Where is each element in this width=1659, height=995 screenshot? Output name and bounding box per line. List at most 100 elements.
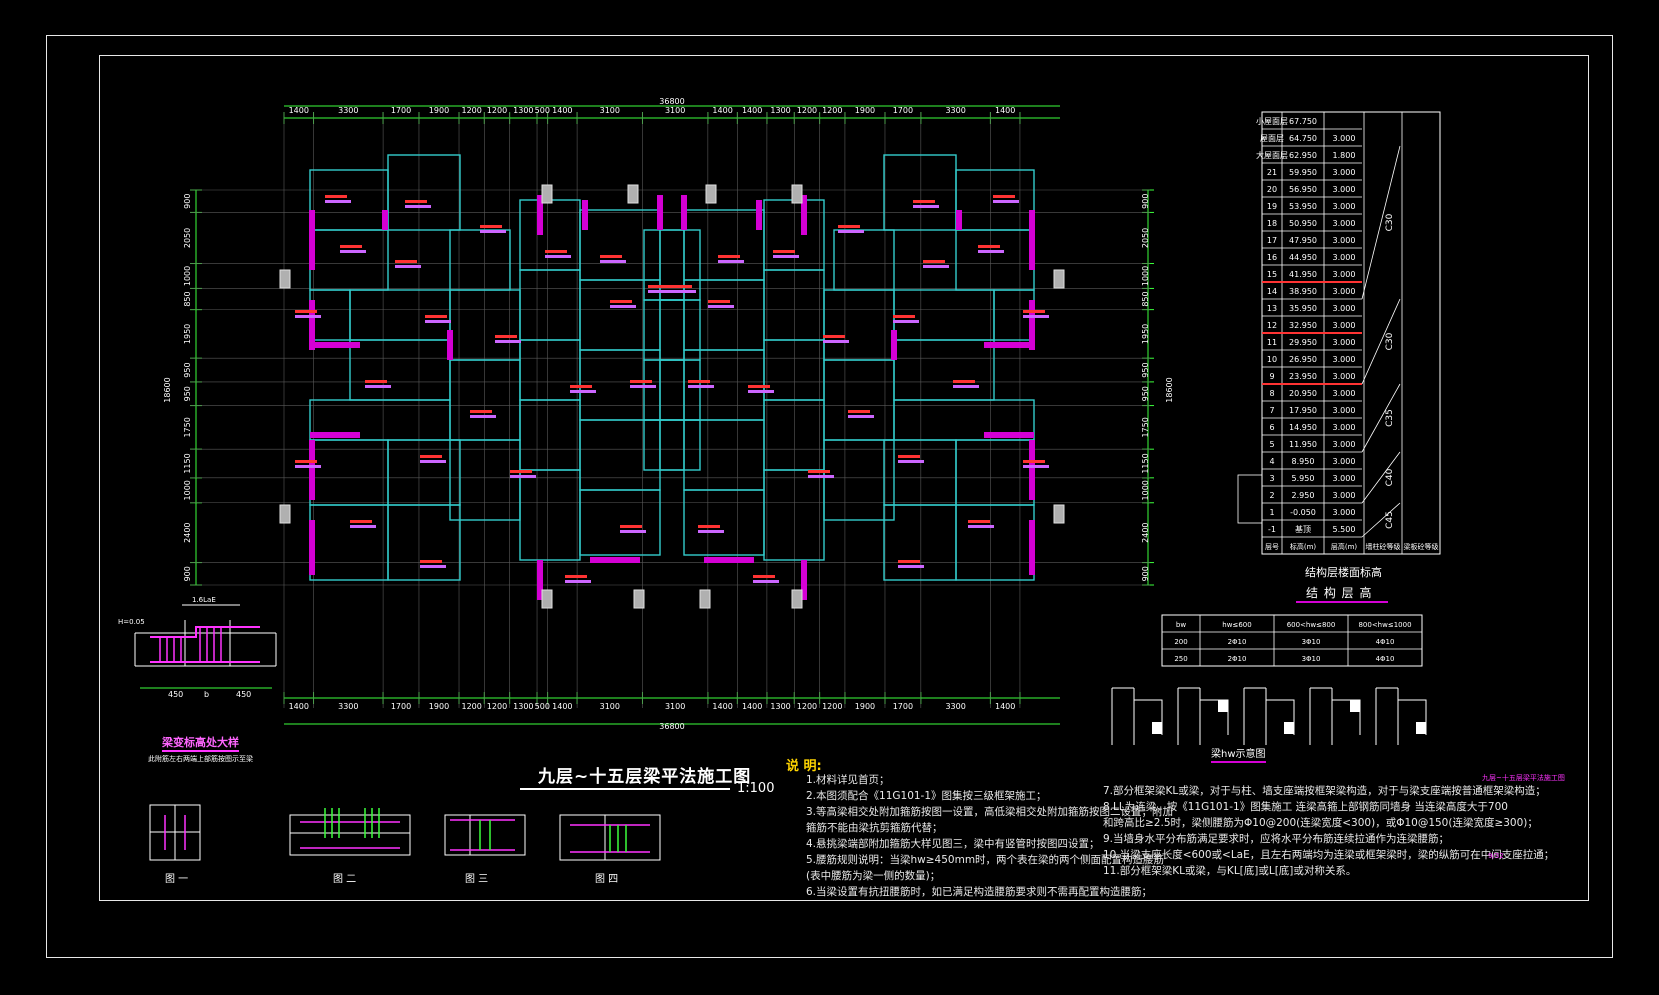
hw-cell: 800<hw≤1000 bbox=[1358, 621, 1411, 629]
note-left-2: 3.等高梁相交处附加箍筋按图一设置，高低梁相交处附加箍筋按图二设置；附加 bbox=[806, 806, 1174, 818]
drawing-title: 九层~十五层梁平法施工图 bbox=[538, 767, 752, 787]
left-dim-5: 950 bbox=[183, 362, 192, 377]
elev-cell: 5.950 bbox=[1292, 474, 1315, 483]
elev-cell: 2.950 bbox=[1292, 491, 1315, 500]
shear-walls bbox=[309, 195, 1035, 600]
height-cell: 3.000 bbox=[1333, 219, 1356, 228]
bottom-dim-6: 1300 bbox=[513, 702, 533, 711]
floor-table-caption-2: 结 构 层 高 bbox=[1306, 586, 1373, 600]
note-left-7: 6.当梁设置有抗扭腰筋时，如已满足构造腰筋要求则不需再配置构造腰筋； bbox=[806, 886, 1153, 898]
floor-table-caption: 结构层楼面标高 bbox=[1305, 566, 1382, 579]
notes-right: 7.部分框架梁KL或梁，对于与柱、墙支座端按框架梁构造，对于与梁支座端按普通框架… bbox=[1103, 783, 1554, 879]
height-cell: 3.000 bbox=[1333, 440, 1356, 449]
height-cell: 3.000 bbox=[1333, 270, 1356, 279]
floor-cell: 屋面层 bbox=[1260, 134, 1284, 143]
sheet-number: 9/32 bbox=[1488, 852, 1504, 860]
elev-cell: 23.950 bbox=[1289, 372, 1317, 381]
elev-cell: 17.950 bbox=[1289, 406, 1317, 415]
elev-cell: 35.950 bbox=[1289, 304, 1317, 313]
floor-cell: 18 bbox=[1267, 219, 1277, 228]
left-dim-2: 1000 bbox=[183, 266, 192, 286]
top-dim-6: 1300 bbox=[513, 106, 533, 115]
height-cell: 3.000 bbox=[1333, 372, 1356, 381]
elev-cell: 20.950 bbox=[1289, 389, 1317, 398]
top-dim-3: 1900 bbox=[429, 106, 449, 115]
notes-header: 说 明: bbox=[786, 759, 822, 774]
outer-border bbox=[46, 35, 1613, 958]
right-dim-7: 1750 bbox=[1141, 417, 1150, 437]
elev-cell: 50.950 bbox=[1289, 219, 1317, 228]
top-dim-2: 1700 bbox=[391, 106, 411, 115]
note-right-4: 10.当梁支座长度<600或<LaE，且左右两端均为连梁或框架梁时，梁的纵筋可在… bbox=[1103, 849, 1555, 861]
hw-cell: bw bbox=[1176, 621, 1186, 629]
floor-cell: 14 bbox=[1267, 287, 1277, 296]
hw-cell: 2Φ10 bbox=[1228, 638, 1247, 646]
top-dim-9: 3100 bbox=[600, 106, 620, 115]
elev-cell: 基顶 bbox=[1295, 524, 1311, 534]
left-dim-11: 900 bbox=[183, 566, 192, 581]
bottom-dim-10: 3100 bbox=[665, 702, 685, 711]
bottom-dim-18: 3300 bbox=[945, 702, 965, 711]
floor-table-header: 层高(m) bbox=[1331, 542, 1358, 551]
hw-cell: 200 bbox=[1174, 638, 1187, 646]
left-dim-10: 2400 bbox=[183, 522, 192, 542]
bottom-dim-7: 500 bbox=[535, 702, 550, 711]
note-right-2: 和跨高比≥2.5时，梁侧腰筋为Φ10@200(连梁宽度<300)，或Φ10@15… bbox=[1103, 817, 1538, 829]
height-cell: 3.000 bbox=[1333, 202, 1356, 211]
drawing-scale: 1:100 bbox=[737, 781, 775, 796]
bottom-dim-1: 3300 bbox=[338, 702, 358, 711]
title-underline bbox=[520, 788, 730, 790]
floor-cell: 20 bbox=[1267, 185, 1277, 194]
bottom-dim-16: 1900 bbox=[855, 702, 875, 711]
detail-title: 梁变标高处大样 bbox=[162, 734, 239, 752]
height-cell: 3.000 bbox=[1333, 491, 1356, 500]
bottom-dim-17: 1700 bbox=[893, 702, 913, 711]
top-dim-11: 1400 bbox=[712, 106, 732, 115]
floor-cell: 7 bbox=[1269, 406, 1274, 415]
grade-label: C30 bbox=[1385, 213, 1395, 231]
floor-table-header: 层号 bbox=[1265, 543, 1279, 551]
height-cell: 5.500 bbox=[1333, 525, 1356, 534]
sheet-label: 九层~十五层梁平法施工图 bbox=[1482, 774, 1565, 782]
bottom-dim-4: 1200 bbox=[461, 702, 481, 711]
floor-cell: 12 bbox=[1267, 321, 1277, 330]
inner-border bbox=[99, 55, 1589, 901]
right-dim-0: 900 bbox=[1141, 194, 1150, 209]
elev-cell: 56.950 bbox=[1289, 185, 1317, 194]
bottom-dim-12: 1400 bbox=[742, 702, 762, 711]
height-cell: 3.000 bbox=[1333, 304, 1356, 313]
note-left-4: 4.悬挑梁端部附加箍筋大样见图三，梁中有竖管时按图四设置； bbox=[806, 838, 1100, 850]
elev-cell: 32.950 bbox=[1289, 321, 1317, 330]
detail-dim-0: 450 bbox=[168, 690, 183, 699]
note-left-5: 5.腰筋规则说明：当梁hw≥450mm时，两个表在梁的两个侧面配置构造腰筋 bbox=[806, 854, 1165, 866]
fig-1-label: 图 一 bbox=[165, 873, 188, 885]
floor-cell: 大屋面层 bbox=[1256, 150, 1288, 160]
right-dim-9: 1000 bbox=[1141, 480, 1150, 500]
floor-cell: 17 bbox=[1267, 236, 1277, 245]
detail-dim-1: b bbox=[204, 690, 209, 699]
left-dim-7: 1750 bbox=[183, 417, 192, 437]
note-right-0: 7.部分框架梁KL或梁，对于与柱、墙支座端按框架梁构造，对于与梁支座端按普通框架… bbox=[1103, 785, 1546, 797]
elev-cell: 26.950 bbox=[1289, 355, 1317, 364]
top-dim-16: 1900 bbox=[855, 106, 875, 115]
floor-table-header: 墙柱砼等级 bbox=[1366, 542, 1401, 551]
note-left-6: (表中腰筋为梁一侧的数量)； bbox=[806, 870, 941, 882]
fig-2-label: 图 二 bbox=[333, 873, 356, 885]
floor-cell: 3 bbox=[1269, 474, 1274, 483]
bottom-dim-8: 1400 bbox=[552, 702, 572, 711]
bottom-dim-11: 1400 bbox=[712, 702, 732, 711]
height-cell: 3.000 bbox=[1333, 355, 1356, 364]
floor-cell: 4 bbox=[1269, 457, 1274, 466]
height-cell: 3.000 bbox=[1333, 185, 1356, 194]
top-dim-8: 1400 bbox=[552, 106, 572, 115]
bottom-dim-5: 1200 bbox=[487, 702, 507, 711]
height-cell: 3.000 bbox=[1333, 134, 1356, 143]
height-cell: 3.000 bbox=[1333, 406, 1356, 415]
top-dim-10: 3100 bbox=[665, 106, 685, 115]
floor-table-header: 梁板砼等级 bbox=[1404, 542, 1439, 551]
